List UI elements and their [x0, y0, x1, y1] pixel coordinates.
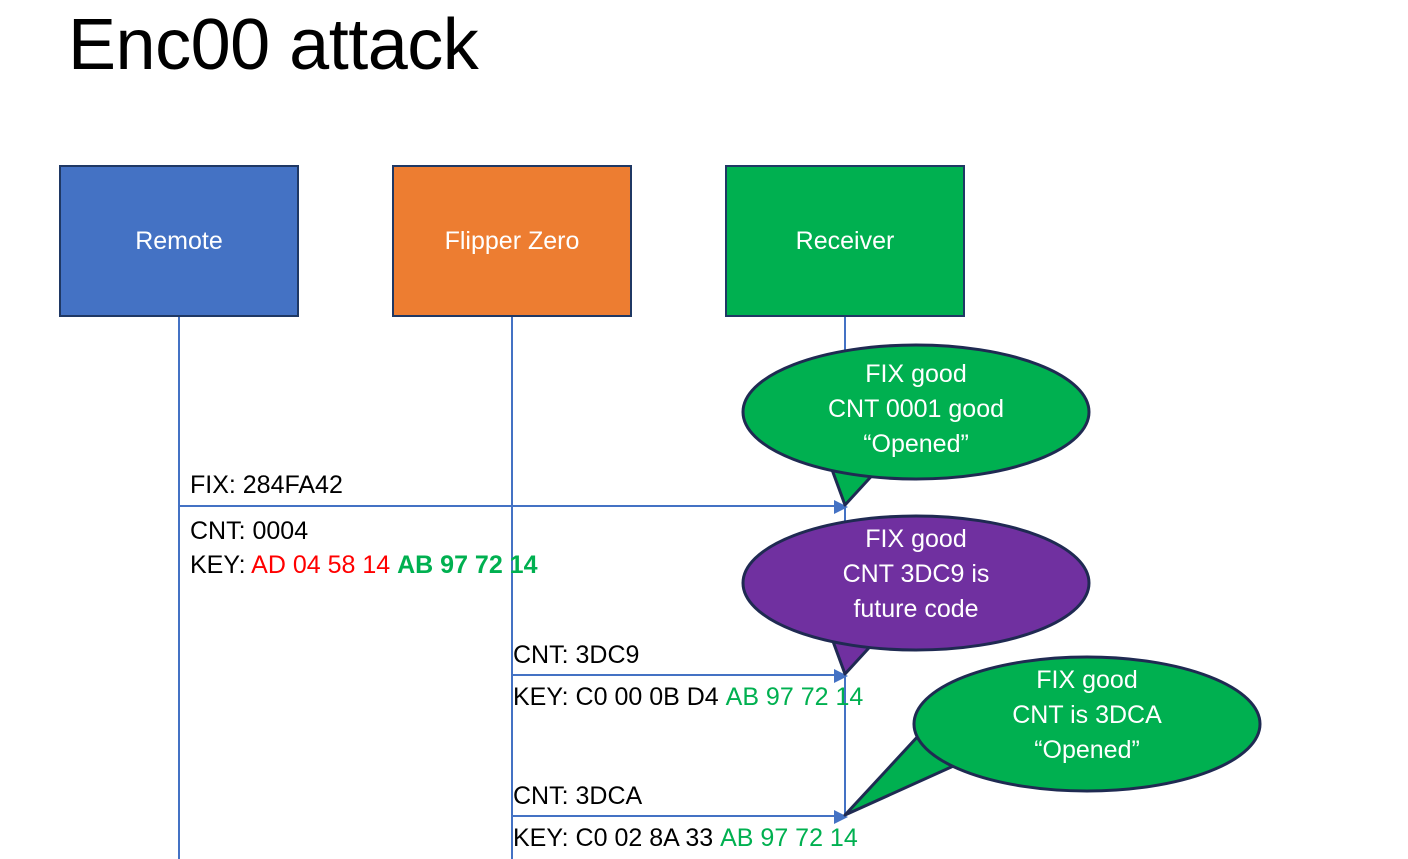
lifeline-remote [178, 317, 180, 859]
actor-label-flipper-zero: Flipper Zero [444, 227, 580, 255]
speech-bubble-3-line-2: CNT is 3DCA [1012, 701, 1162, 729]
message-1-cnt-label: CNT: 0004 [190, 517, 309, 545]
message-3-key-prefix: KEY: [513, 824, 576, 852]
actor-box-remote[interactable]: Remote [59, 165, 299, 317]
message-1-key-second-half: AB 97 72 14 [397, 551, 538, 579]
message-arrow-flipper-to-receiver-1 [512, 669, 848, 683]
speech-bubble-3-line-1: FIX good [1036, 666, 1138, 694]
actor-box-receiver[interactable]: Receiver [725, 165, 965, 317]
message-3-key-second-half: AB 97 72 14 [720, 824, 858, 852]
message-2-key-label: KEY: C0 00 0B D4 AB 97 72 14 [513, 680, 863, 715]
message-2-key-first-half: C0 00 0B D4 [575, 683, 719, 711]
speech-bubble-2-line-2: CNT 3DC9 is [842, 560, 990, 588]
message-arrow-remote-to-receiver [179, 500, 848, 514]
key-space-2 [719, 683, 726, 711]
lifeline-flipper-zero [511, 317, 513, 859]
message-1-fix-label: FIX: 284FA42 [190, 471, 343, 499]
speech-bubble-1-line-1: FIX good [865, 360, 967, 388]
speech-bubble-1-line-3: “Opened” [863, 430, 969, 458]
message-3-key-label: KEY: C0 02 8A 33 AB 97 72 14 [513, 821, 858, 856]
page-title: Enc00 attack [68, 5, 479, 85]
actor-label-receiver: Receiver [795, 227, 895, 255]
speech-bubble-1-line-2: CNT 0001 good [827, 395, 1005, 423]
message-2-key-second-half: AB 97 72 14 [725, 683, 864, 711]
speech-bubble-2-line-3: future code [853, 595, 979, 623]
speech-bubble-1-text: FIX good CNT 0001 good “Opened” [742, 357, 1090, 462]
actor-label-remote: Remote [135, 227, 223, 255]
speech-bubble-3-line-3: “Opened” [1034, 736, 1140, 764]
speech-bubble-2-text: FIX good CNT 3DC9 is future code [742, 522, 1090, 627]
message-1-key-prefix: KEY: [190, 551, 252, 579]
message-1-key-first-half: AD 04 58 14 [251, 551, 391, 579]
message-arrow-flipper-to-receiver-2 [512, 810, 848, 824]
message-2-key-prefix: KEY: [513, 683, 576, 711]
message-2-cnt-label: CNT: 3DC9 [513, 641, 640, 669]
message-3-cnt-label: CNT: 3DCA [513, 782, 643, 810]
actor-box-flipper-zero[interactable]: Flipper Zero [392, 165, 632, 317]
message-3-key-first-half: C0 02 8A 33 [575, 824, 714, 852]
speech-bubble-3-text: FIX good CNT is 3DCA “Opened” [913, 663, 1261, 768]
message-1-key-label: KEY: AD 04 58 14 AB 97 72 14 [190, 548, 538, 583]
speech-bubble-2-line-1: FIX good [865, 525, 967, 553]
